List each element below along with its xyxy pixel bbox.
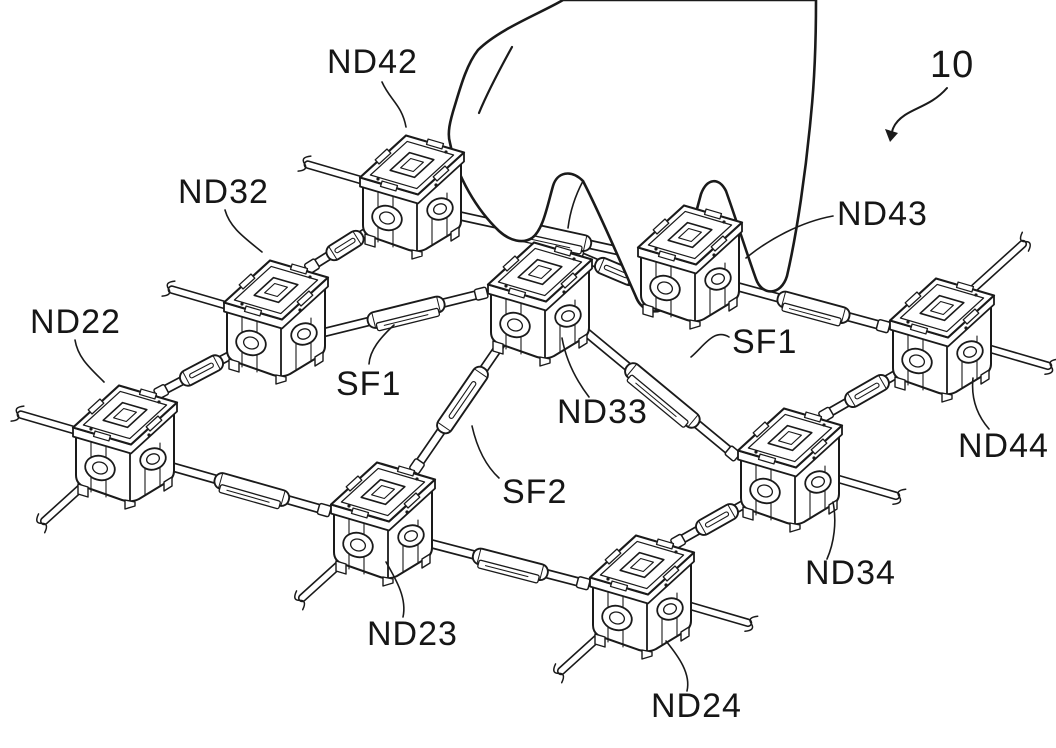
label-text-ND32: ND32 xyxy=(178,173,269,211)
node-label-ND24-8: ND24 xyxy=(651,640,742,725)
hand-illustration xyxy=(447,0,818,313)
shaft-ND43-ND44 xyxy=(719,276,891,334)
stub-ND44-a-fwd xyxy=(970,231,1031,292)
node-label-ND23-7: ND23 xyxy=(367,561,458,653)
stub-ND22-b-back xyxy=(10,405,78,435)
node-ND23 xyxy=(329,461,437,587)
node-ND32 xyxy=(222,259,330,385)
node-label-ND34-6: ND34 xyxy=(805,501,896,592)
shafts-layer xyxy=(10,155,1056,684)
label-text-SF1: SF1 xyxy=(336,365,401,403)
label-text-SF2: SF2 xyxy=(502,473,567,511)
shaft-ND22-ND23 xyxy=(154,456,332,518)
label-text-ND43: ND43 xyxy=(837,195,928,233)
reference-arrowhead xyxy=(885,129,898,142)
node-ND34 xyxy=(736,407,844,533)
reference-number: 10 xyxy=(930,44,974,86)
label-text-SF1: SF1 xyxy=(732,323,797,361)
shaft-ND34-ND44 xyxy=(818,359,916,423)
nodes-layer xyxy=(71,134,996,660)
shaft-ND22-ND32 xyxy=(153,341,250,400)
node-label-ND32-1: ND32 xyxy=(178,173,269,253)
labels-layer: ND42ND32ND22ND43ND33ND44ND34ND23ND24SF1S… xyxy=(30,43,1049,725)
node-label-ND42-0: ND42 xyxy=(327,43,418,128)
stub-ND42-b-back xyxy=(297,155,365,185)
node-ND33 xyxy=(486,241,594,367)
label-text-ND33: ND33 xyxy=(557,393,648,431)
label-text-ND23: ND23 xyxy=(367,615,458,653)
figure-reference: 10 xyxy=(885,44,974,142)
hand-layer xyxy=(447,0,818,313)
label-text-ND24: ND24 xyxy=(651,687,742,725)
reference-arrow xyxy=(891,87,948,133)
label-text-ND34: ND34 xyxy=(805,554,896,592)
node-ND44 xyxy=(888,277,996,403)
node-label-ND33-4: ND33 xyxy=(557,337,648,431)
node-label-ND43-3: ND43 xyxy=(745,195,928,259)
stub-ND24-b-fwd xyxy=(686,601,759,633)
stub-ND34-b-fwd xyxy=(834,474,907,506)
node-ND42 xyxy=(358,134,466,260)
hand-outline xyxy=(447,0,818,313)
stub-ND44-b-fwd xyxy=(986,344,1056,376)
shaft-label-SF1-10: SF1 xyxy=(690,323,797,361)
label-text-ND44: ND44 xyxy=(958,427,1049,465)
node-label-ND22-2: ND22 xyxy=(30,303,121,383)
node-ND24 xyxy=(588,534,696,660)
shaft-label-SF2-11: SF2 xyxy=(471,425,567,511)
shaft-ND24-ND34 xyxy=(670,489,764,550)
label-text-ND42: ND42 xyxy=(327,43,418,81)
node-ND22 xyxy=(71,384,179,510)
shaft-ND32-ND33 xyxy=(305,286,489,343)
node-ND43 xyxy=(636,204,744,330)
shaft-label-SF1-9: SF1 xyxy=(336,324,401,403)
shaft-ND23-ND24 xyxy=(412,533,591,591)
label-text-ND22: ND22 xyxy=(30,303,121,341)
node-label-ND44-5: ND44 xyxy=(958,377,1049,465)
stub-ND32-b-back xyxy=(161,280,229,310)
